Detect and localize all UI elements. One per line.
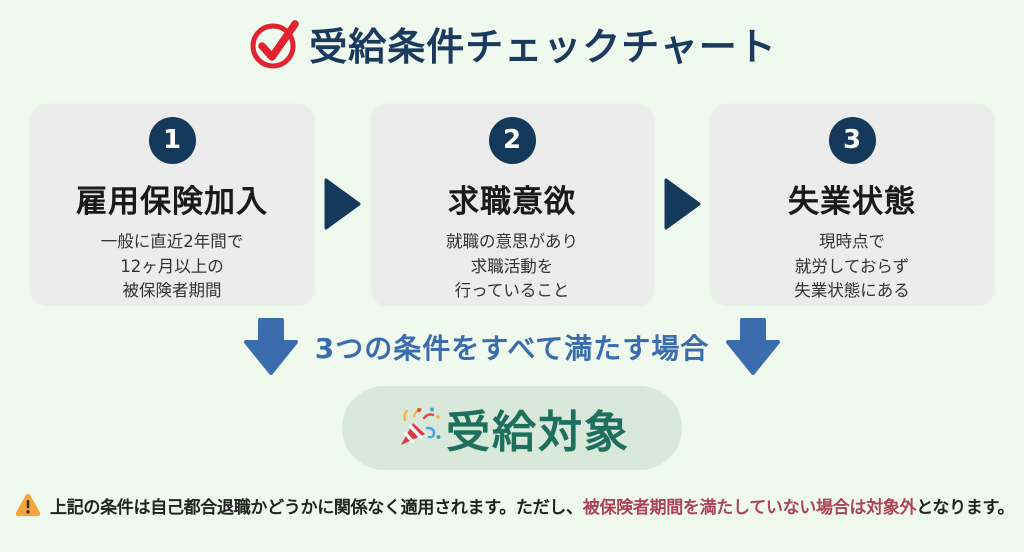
step-number-badge: 3 xyxy=(828,117,876,164)
arrow-down-icon xyxy=(242,317,300,377)
note-row: 上記の条件は自己都合退職かどうかに関係なく適用されます。ただし、被保険者期間を満… xyxy=(0,492,1024,518)
step-number-badge: 2 xyxy=(488,117,536,164)
result-label: 受給対象 xyxy=(446,407,630,458)
condition-text: 3つの条件をすべて満たす場合 xyxy=(314,332,710,365)
page-title: 受給条件チェックチャート xyxy=(309,24,777,69)
arrow-down-icon xyxy=(724,317,782,377)
step-card-3: 3 失業状態 現時点で 就労しておらず 失業状態にある xyxy=(710,104,994,304)
condition-row: 3つの条件をすべて満たす場合 xyxy=(0,317,1024,377)
step-number-badge: 1 xyxy=(148,117,196,164)
step-title: 失業状態 xyxy=(788,183,916,220)
note-prefix: 上記の条件は自己都合退職かどうかに関係なく適用されます。ただし、 xyxy=(50,497,583,518)
arrow-right-icon xyxy=(654,178,711,230)
step-description: 現時点で 就労しておらず 失業状態にある xyxy=(794,230,910,304)
step-card-1: 1 雇用保険加入 一般に直近2年間で 12ヶ月以上の 被保険者期間 xyxy=(30,104,314,304)
step-title: 求職意欲 xyxy=(448,183,576,220)
header: 受給条件チェックチャート xyxy=(0,14,1024,72)
step-description: 一般に直近2年間で 12ヶ月以上の 被保険者期間 xyxy=(101,230,244,304)
step-description-line: 求職活動を xyxy=(470,256,554,276)
warning-icon xyxy=(14,492,42,518)
step-description-line: 失業状態にある xyxy=(794,281,910,301)
result-row: 受給対象 xyxy=(0,386,1024,470)
step-description-line: 行っていること xyxy=(454,281,570,301)
note-highlight: 被保険者期間を満たしていない場合は対象外 xyxy=(582,497,917,518)
note-suffix: となります。 xyxy=(916,497,1015,518)
step-title: 雇用保険加入 xyxy=(76,183,268,220)
party-popper-icon xyxy=(394,404,442,452)
step-description-line: 就職の意思があり xyxy=(446,231,578,251)
result-badge: 受給対象 xyxy=(342,386,682,470)
benefit-conditions-flowchart: 受給条件チェックチャート 1 雇用保険加入 一般に直近2年間で 12ヶ月以上の … xyxy=(0,14,1024,552)
step-description-line: 一般に直近2年間で xyxy=(100,231,244,251)
step-description-line: 就労しておらず xyxy=(794,256,910,276)
steps-row: 1 雇用保険加入 一般に直近2年間で 12ヶ月以上の 被保険者期間 2 求職意欲… xyxy=(0,104,1024,304)
arrow-right-icon xyxy=(314,178,371,230)
checkmark-circle-icon xyxy=(247,15,303,71)
step-description-line: 12ヶ月以上の xyxy=(120,256,224,276)
step-description-line: 被保険者期間 xyxy=(122,281,222,301)
step-card-2: 2 求職意欲 就職の意思があり 求職活動を 行っていること xyxy=(370,104,654,304)
step-description-line: 現時点で xyxy=(819,231,885,251)
note-text: 上記の条件は自己都合退職かどうかに関係なく適用されます。ただし、被保険者期間を満… xyxy=(50,493,1015,518)
step-description: 就職の意思があり 求職活動を 行っていること xyxy=(446,230,578,304)
